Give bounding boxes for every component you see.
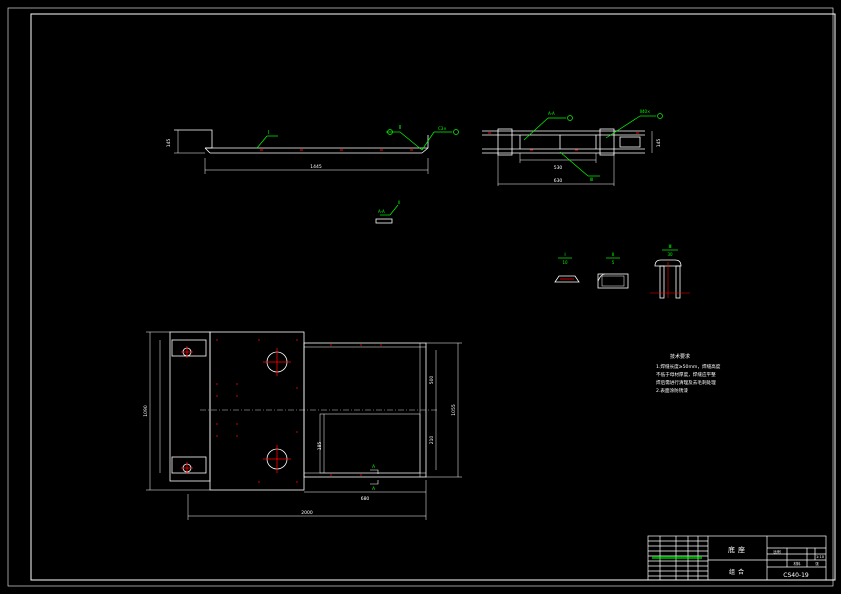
side-weld-marks (488, 132, 639, 151)
detail-1-scale: 10 (562, 260, 568, 265)
notes-line-4: 2.表面涂防锈漆 (656, 387, 688, 394)
front-callout-1: Ⅰ (268, 130, 269, 136)
detail-2-inner (601, 275, 625, 287)
plan-section-label-2: A (372, 486, 376, 492)
side-callout-aa: A-A (548, 111, 555, 116)
notes-line-3: 焊后需进行清理及去毛刺处理 (656, 379, 716, 386)
detail-2-label: Ⅱ (612, 252, 614, 258)
side-dim-height-text: 145 (656, 139, 662, 148)
side-post-right (599, 128, 615, 156)
front-length-dim: 1445 (310, 164, 322, 170)
notes-title: 技术要求 (670, 353, 690, 360)
side-dim-inner-text: 530 (554, 165, 563, 171)
section-aa-label: A-A (378, 209, 385, 214)
tb-assembly: 组合 (729, 568, 747, 576)
tb-highlight-row (652, 556, 702, 559)
plan-dim-total-text: 2000 (301, 510, 313, 516)
detail-1-label: Ⅰ (564, 252, 565, 258)
front-callouts (256, 129, 459, 151)
side-post-left (497, 128, 513, 156)
plan-dim-r1-text: 500 (429, 376, 435, 385)
tb-part-name: 底座 (728, 545, 748, 554)
detail-3-label: Ⅲ (668, 244, 671, 250)
plan-left-pad-bot (171, 456, 207, 474)
plan-left-pad-top (171, 339, 207, 357)
title-block-frame (647, 535, 827, 581)
tb-sheet-label: 张 (815, 561, 819, 566)
section-aa (375, 204, 399, 224)
side-callouts (523, 113, 663, 177)
front-chamfer-right (421, 147, 429, 154)
side-view (482, 128, 653, 186)
notes-line-2: 不低于母材厚度，焊缝应平整 (656, 371, 716, 378)
plan-dim-r2-text: 210 (429, 436, 435, 445)
detail-3-cap (654, 259, 682, 267)
sheet-border-outer (7, 7, 834, 587)
section-aa-callout: Ⅱ (398, 200, 400, 205)
tb-scale-value: 1:10 (816, 555, 825, 559)
detail-3-scale: 30 (667, 252, 673, 257)
plan-view (146, 331, 462, 520)
detail-1-profile (554, 275, 580, 283)
plan-dim-mid-text: 185 (317, 442, 323, 451)
section-aa-profile (375, 218, 393, 224)
side-bracket (619, 136, 641, 148)
plan-dim-left-text: 1090 (143, 405, 149, 417)
front-callout-2: Ⅱ (399, 125, 401, 131)
plan-center-marks (181, 339, 382, 483)
plan-section-label-1: A (372, 464, 376, 470)
plan-section-mark-1 (370, 469, 379, 474)
front-height-dim: 145 (166, 139, 172, 148)
front-callout-3: C3× (438, 126, 447, 131)
notes-line-1: 1.焊缝长度≥50mm，焊缝高度 (656, 363, 721, 370)
tb-scale-label: 比例 (773, 549, 781, 554)
plan-right-panel (319, 413, 421, 474)
plan-dim-inner-text: 680 (361, 496, 370, 502)
section-aa-leader (389, 204, 399, 216)
side-dim-outer-text: 630 (554, 178, 563, 184)
detail-3-leg-r (675, 265, 681, 299)
plan-section-mark-2 (370, 480, 379, 485)
side-callout-iii: Ⅲ (590, 177, 593, 183)
plan-dim-right-text: 1055 (451, 404, 457, 416)
detail-2-fillet (597, 273, 606, 282)
side-callout-ii: Ⅱ40× (640, 109, 650, 114)
sheet-border-inner (30, 13, 836, 581)
detail-3-leg-l (659, 265, 665, 299)
technical-notes: 技术要求 1.焊缝长度≥50mm，焊缝高度 不低于母材厚度，焊缝应平整 焊后需进… (656, 353, 721, 394)
front-view (174, 129, 429, 174)
detail-2-scale: 5 (612, 260, 615, 265)
tb-material-label: 材料 (793, 561, 801, 566)
detail-views (554, 249, 690, 299)
tb-drawing-no: CS40-19 (783, 572, 809, 579)
front-chamfer-left (204, 147, 211, 154)
